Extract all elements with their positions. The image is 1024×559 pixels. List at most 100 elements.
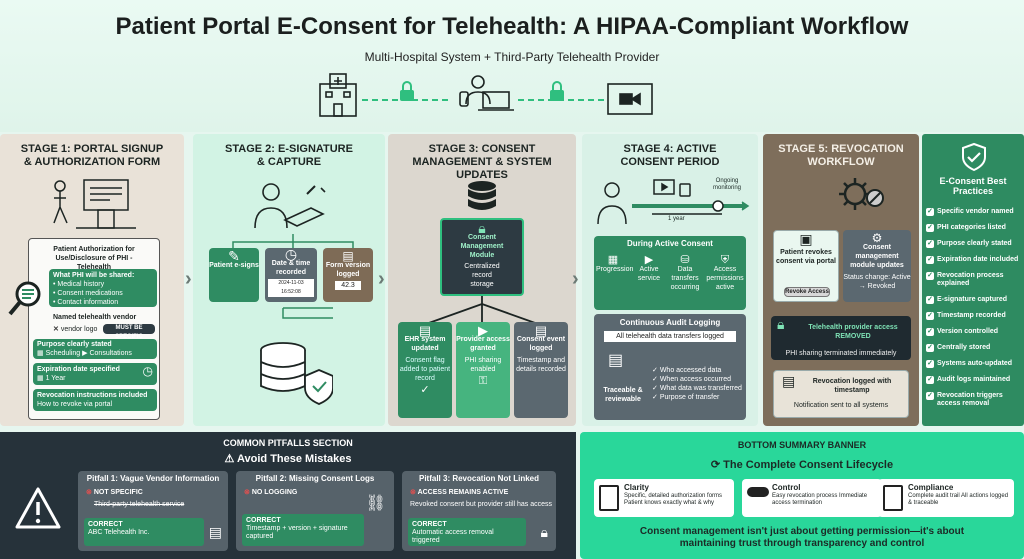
clock-icon: ◷ bbox=[142, 364, 153, 378]
step-access: ⛨Access permissions active bbox=[706, 254, 744, 292]
check-icon: ✓ bbox=[926, 392, 934, 400]
vendor-label: Named telehealth vendor bbox=[53, 314, 137, 321]
chevron-right-icon: › bbox=[378, 268, 385, 290]
audit-title: Continuous Audit Logging bbox=[619, 318, 721, 327]
stage-4-panel: STAGE 4: ACTIVE CONSENT PERIOD Ongoing m… bbox=[582, 134, 758, 426]
flow-lines bbox=[425, 296, 539, 325]
vendor-logo: ✕ vendor logo bbox=[53, 326, 98, 333]
best-practice-item: ✓E-signature captured bbox=[926, 296, 1008, 304]
phi-item: • Medical history bbox=[53, 281, 105, 288]
audit-box: Continuous Audit Logging All telehealth … bbox=[594, 314, 746, 420]
stage-5-panel: STAGE 5: REVOCATION WORKFLOW ▣ Patient r… bbox=[763, 134, 919, 426]
phi-section: What PHI will be shared: • Medical histo… bbox=[49, 269, 157, 307]
stage-1-title: STAGE 1: PORTAL SIGNUP & AUTHORIZATION F… bbox=[20, 143, 164, 168]
access-removed-label: Telehealth provider access REMOVED bbox=[808, 324, 898, 340]
ehr-updated-box: ▤ EHR system updated Consent flag added … bbox=[398, 322, 452, 418]
x-icon: ⊗ bbox=[244, 489, 252, 496]
ehr-title: EHR system updated bbox=[404, 336, 446, 352]
warning-icon: ⚠ bbox=[224, 453, 237, 465]
document-icon: ▤ bbox=[342, 249, 354, 263]
pitfalls-title: COMMON PITFALLS SECTION bbox=[223, 438, 353, 448]
best-practice-item: ✓Purpose clearly stated bbox=[926, 240, 1012, 248]
pitfall-bad: ⊗ ACCESS REMAINS ACTIVE bbox=[410, 489, 509, 496]
revocation-section: Revocation instructions included How to … bbox=[33, 389, 157, 411]
x-icon: ⊗ bbox=[410, 489, 418, 496]
lock-icon: 🔒︎ bbox=[777, 316, 785, 332]
stage-5-title: STAGE 5: REVOCATION WORKFLOW bbox=[778, 143, 904, 168]
pitfall-card: Pitfall 3: Revocation Not Linked ⊗ ACCES… bbox=[402, 471, 556, 551]
check-icon: ✓ bbox=[652, 385, 660, 392]
best-practices-title: E-Consent Best Practices bbox=[939, 176, 1007, 196]
patient-esign-label: Patient e-signs bbox=[209, 262, 259, 269]
check-icon: ✓ bbox=[652, 376, 660, 383]
checklist-icon bbox=[883, 485, 903, 511]
lock-icon bbox=[400, 81, 414, 101]
correct-detail: Automatic access removal triggered bbox=[412, 529, 494, 544]
phi-header: What PHI will be shared: bbox=[53, 272, 135, 279]
best-practice-item: ✓PHI categories listed bbox=[926, 224, 1006, 232]
traceable-label: Traceable & reviewable bbox=[603, 387, 643, 403]
document-icon: ▤ bbox=[782, 373, 796, 389]
refresh-icon: ⟳ bbox=[710, 459, 724, 471]
ongoing-monitoring: Ongoing monitoring bbox=[712, 178, 741, 191]
lock-icon: 🔒︎ bbox=[478, 220, 486, 236]
person-laptop-icon bbox=[459, 75, 514, 111]
vendor-badge: MUST BE SPECIFIC bbox=[103, 324, 155, 340]
revoke-access-button[interactable]: Revoke Access bbox=[784, 287, 830, 297]
notification-label: Notification sent to all systems bbox=[793, 402, 889, 409]
compliance-desc: Complete audit trail All actions logged … bbox=[908, 493, 1009, 506]
module-title: Consent Management Module bbox=[460, 234, 504, 259]
compliance-title: Compliance bbox=[908, 483, 954, 492]
purpose-items: ▦ Scheduling ▶ Consultations bbox=[37, 350, 132, 357]
check-icon: ✓ bbox=[420, 384, 430, 396]
datetime-label: Date & time recorded bbox=[271, 260, 311, 276]
gear-icon bbox=[839, 178, 884, 210]
control-card: Control Easy revocation process Immediat… bbox=[742, 479, 882, 517]
document-icon: ▤ bbox=[608, 352, 624, 369]
step-data-transfers: ⛁Data transfers occurring bbox=[668, 255, 702, 292]
check-icon: ✓ bbox=[926, 256, 934, 264]
best-practice-item: ✓Revocation process explained bbox=[926, 272, 1004, 287]
check-icon: ✓ bbox=[652, 394, 660, 401]
pitfall-title: Pitfall 3: Revocation Not Linked bbox=[418, 474, 539, 483]
x-icon: ✕ bbox=[53, 326, 61, 333]
provider-title: Provider access granted bbox=[456, 336, 510, 352]
phi-item: • Consent medications bbox=[53, 290, 123, 297]
pitfall-title: Pitfall 2: Missing Consent Logs bbox=[255, 474, 375, 483]
active-consent-title: During Active Consent bbox=[627, 239, 713, 248]
summary-title: BOTTOM SUMMARY BANNER bbox=[737, 440, 867, 450]
video-icon: ▶ bbox=[82, 350, 90, 357]
check-icon: ✓ bbox=[926, 344, 934, 352]
calendar-icon: ▦ bbox=[607, 254, 619, 266]
form-version-value: 42.3 bbox=[335, 281, 361, 290]
event-desc: Timestamp and details recorded bbox=[516, 357, 566, 373]
best-practice-item: ✓Expiration date included bbox=[926, 256, 1019, 264]
module-update-label: Consent management module updates bbox=[850, 244, 904, 269]
patient-esign-box: ✎ Patient e-signs bbox=[209, 248, 259, 302]
document-icon: ▤ bbox=[418, 323, 432, 338]
pitfall-bad-detail: Revoked consent but provider still has a… bbox=[410, 501, 553, 508]
key-icon: ⚿ bbox=[478, 375, 488, 387]
pitfall-bad: ⊗ NOT SPECIFIC bbox=[86, 489, 143, 496]
lifecycle-heading: ⟳ The Complete Consent Lifecycle bbox=[710, 459, 894, 471]
person-timeline-icon bbox=[597, 179, 750, 225]
correct-label: CORRECT bbox=[412, 521, 447, 528]
stage-3-title: STAGE 3: CONSENT MANAGEMENT & SYSTEM UPD… bbox=[412, 143, 552, 181]
best-practice-item: ✓Version controlled bbox=[926, 328, 999, 336]
lock-icon: 🔒︎ bbox=[540, 524, 548, 540]
document-icon: ▤ bbox=[208, 524, 222, 540]
database-icon bbox=[468, 181, 496, 210]
provider-access-box: ▶ Provider access granted PHI sharing en… bbox=[456, 322, 510, 418]
best-practice-item: ✓Centrally stored bbox=[926, 344, 991, 352]
module-status: Status change: Active → Revoked bbox=[843, 274, 911, 290]
chevron-right-icon: › bbox=[572, 268, 579, 290]
correct-detail: Timestamp + version + signature captured bbox=[246, 525, 348, 540]
check-icon: ✓ bbox=[926, 224, 934, 232]
expiration-value: ▦ 1 Year bbox=[37, 375, 66, 382]
audit-subtitle: All telehealth data transfers logged bbox=[604, 331, 736, 342]
calendar-icon: ▦ bbox=[37, 350, 46, 357]
revocation-label: Revocation instructions included bbox=[37, 392, 148, 399]
